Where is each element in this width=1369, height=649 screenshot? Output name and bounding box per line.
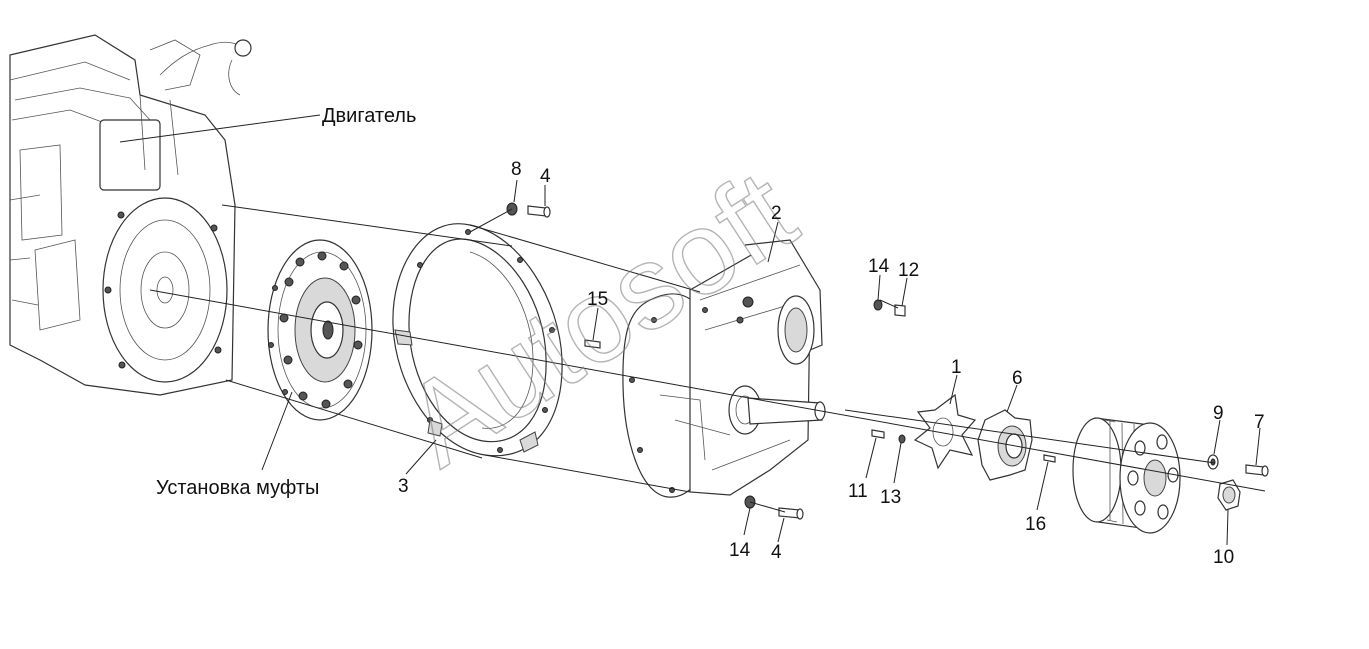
gearbox-housing-drawing	[622, 239, 826, 498]
leader-lines	[119, 114, 1261, 546]
callout-13: 13	[880, 487, 901, 508]
callout-9: 9	[1213, 403, 1224, 424]
assembly-axis-lines	[149, 204, 1266, 513]
clutch-assembly-drawing	[267, 239, 373, 421]
callout-3: 3	[398, 476, 409, 497]
callout-4-top: 4	[540, 166, 551, 187]
callout-4-bottom: 4	[771, 542, 782, 563]
adapter-ring-drawing	[392, 223, 563, 457]
part-callouts: 1 2 3 4 4 6 7 8 9 10 11 12 13 14 14 15 1…	[398, 159, 1265, 568]
callout-12: 12	[898, 260, 919, 281]
clutch-installation-label: Установка муфты	[156, 477, 319, 499]
coupling-half-drawing	[977, 409, 1033, 481]
callout-8: 8	[511, 159, 522, 180]
callout-2: 2	[771, 203, 782, 224]
callout-10: 10	[1213, 547, 1234, 568]
callout-14-top: 14	[868, 256, 890, 277]
callout-11: 11	[848, 481, 868, 502]
callout-7: 7	[1254, 412, 1265, 433]
coupling-spider-drawing	[913, 393, 977, 470]
callout-14-bottom: 14	[729, 540, 751, 561]
engine-label: Двигатель	[322, 105, 416, 127]
callout-16: 16	[1025, 514, 1046, 535]
callout-15: 15	[587, 289, 608, 310]
callout-6: 6	[1012, 368, 1023, 389]
callout-1: 1	[951, 357, 962, 378]
pulley-drawing	[1072, 417, 1181, 534]
engine-drawing	[9, 34, 252, 396]
